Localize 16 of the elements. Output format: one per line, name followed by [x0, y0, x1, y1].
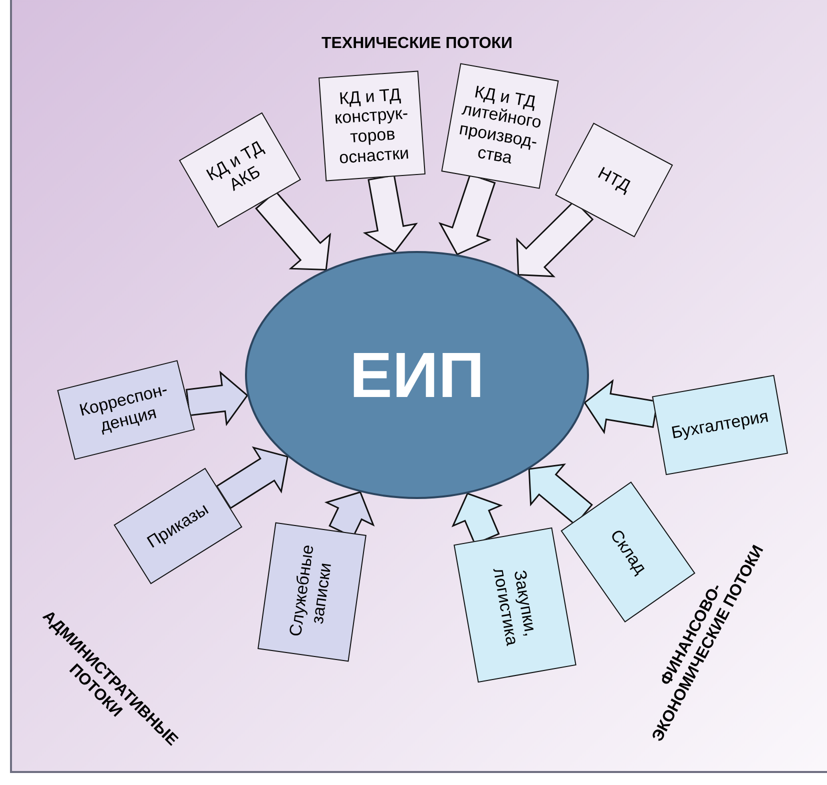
block-arrow: [584, 379, 658, 434]
block-arrow: [255, 190, 332, 270]
callout-text: Закупки, логистика: [488, 565, 542, 649]
block-arrow: [438, 174, 496, 256]
callout-text: Бухгалтерия: [670, 406, 770, 444]
ellipse-title: ЕИП: [350, 338, 484, 413]
block-arrow: [362, 174, 418, 253]
callout-text: НТД: [594, 163, 634, 197]
callout-text: КД и ТД конструк-торов оснастки: [332, 84, 411, 168]
callout-text: Корреспон-денция: [76, 379, 170, 438]
callout-text: Служебные записки: [285, 542, 336, 640]
group-label: ТЕХНИЧЕСКИЕ ПОТОКИ: [320, 34, 514, 54]
block-arrow: [186, 370, 248, 426]
callout-text: КД и ТД литейного производ-ства: [456, 81, 544, 169]
callout-text: КД и ТД АКБ: [202, 136, 268, 197]
block-arrow: [216, 446, 288, 510]
